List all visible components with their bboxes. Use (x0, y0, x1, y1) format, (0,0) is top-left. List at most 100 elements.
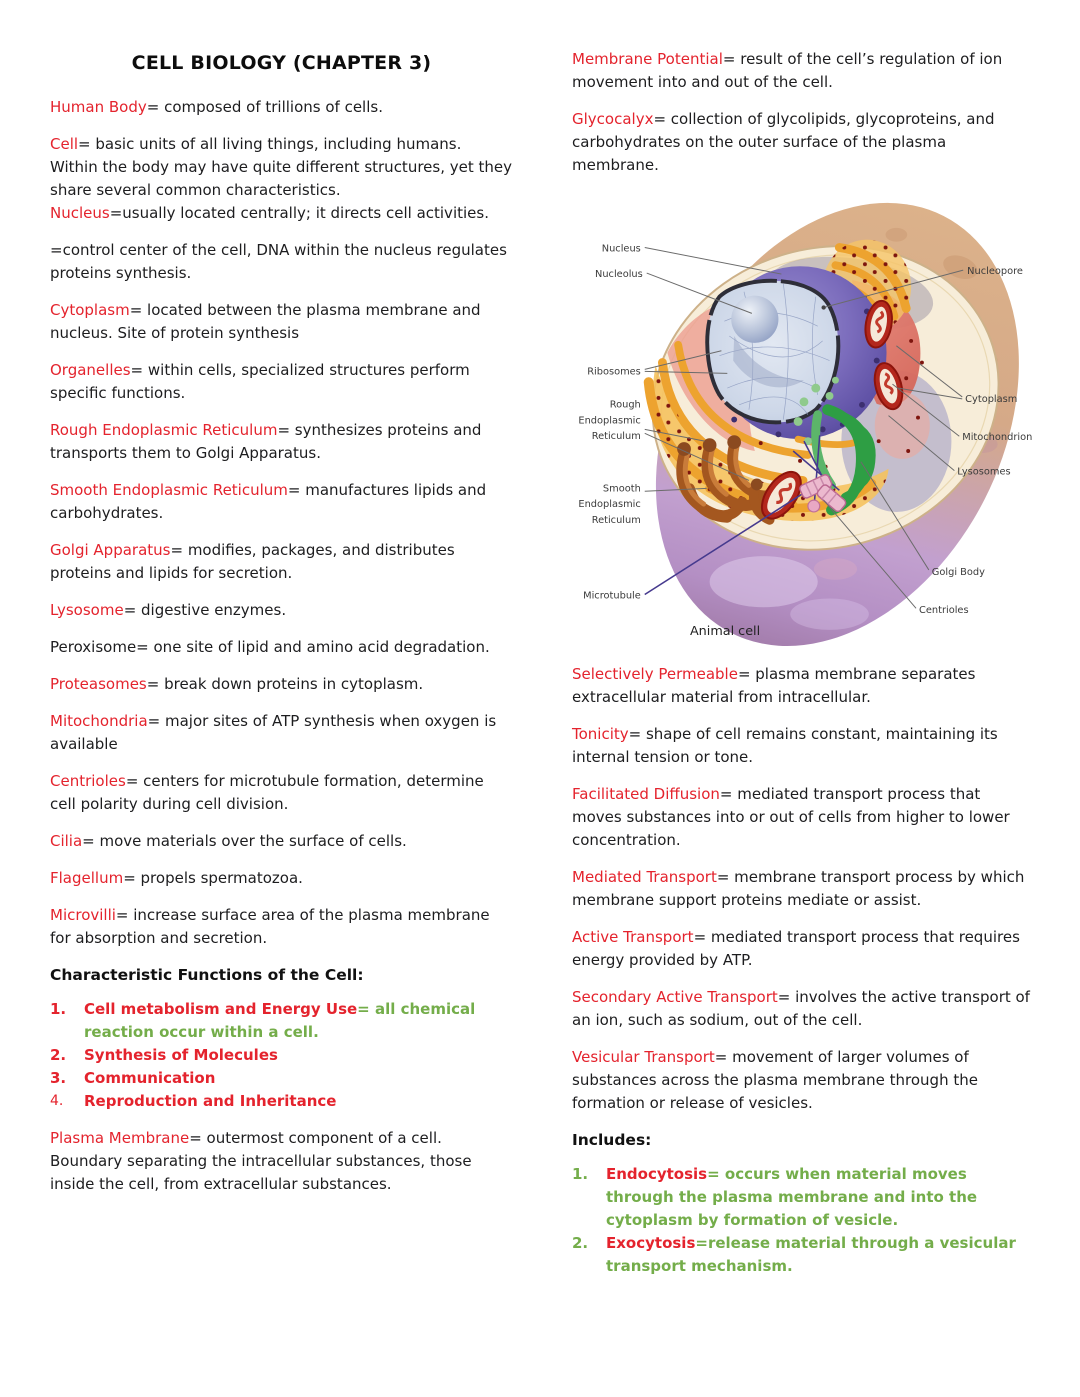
item-rest: = all chemical reaction occur within a c… (84, 1000, 476, 1041)
definition-text: = increase surface area of the plasma me… (50, 906, 490, 947)
nucleopore-marker (821, 305, 826, 310)
def-selectively-permeable: Selectively Permeable= plasma membrane s… (572, 663, 1034, 709)
nucleolus-sphere (731, 295, 779, 343)
item-label: Exocytosis (606, 1234, 696, 1252)
def-facilitated-diffusion: Facilitated Diffusion= mediated transpor… (572, 783, 1034, 852)
def-human-body: Human Body= composed of trillions of cel… (50, 96, 513, 119)
label-smooth-er-2: Endoplasmic (578, 499, 640, 510)
def-mitochondria: Mitochondria= major sites of ATP synthes… (50, 710, 513, 756)
functions-heading: Characteristic Functions of the Cell: (50, 966, 364, 984)
def-organelles: Organelles= within cells, specialized st… (50, 359, 513, 405)
definition-text: = break down proteins in cytoplasm. (146, 675, 424, 693)
item-number: 1. (572, 1165, 589, 1183)
item-label: Endocytosis (606, 1165, 708, 1183)
term-text: Microvilli (50, 906, 116, 924)
item-body: Communication (84, 1067, 513, 1090)
label-ribosomes: Ribosomes (587, 366, 641, 377)
term-text: Mediated Transport (572, 868, 717, 886)
definition-text: = basic units of all living things, incl… (50, 135, 512, 199)
item-number: 4. (50, 1093, 64, 1109)
definition-text: = outermost component of a cell. Boundar… (50, 1129, 472, 1193)
definition-text: = propels spermatozoa. (123, 869, 303, 887)
diagram-caption: Animal cell (690, 624, 760, 639)
label-nucleus: Nucleus (602, 243, 641, 254)
label-rough-er-1: Rough (610, 400, 641, 411)
def-nucleus: Nucleus=usually located centrally; it di… (50, 202, 513, 225)
term-text: Golgi Apparatus (50, 541, 171, 559)
item-label: Cell metabolism and Energy Use (84, 1000, 358, 1018)
definition-text: = modifies, packages, and distributes pr… (50, 541, 455, 582)
term-text: Human Body (50, 98, 147, 116)
label-centrioles: Centrioles (919, 605, 969, 616)
right-column: Membrane Potential= result of the cell’s… (572, 48, 1034, 1292)
item-number: 3. (50, 1069, 67, 1087)
definition-text: = mediated transport process that requir… (572, 928, 1020, 969)
animal-cell-diagram: Nucleus Nucleolus Nucleopore Ribosomes R… (572, 191, 1034, 657)
definition-text: = within cells, specialized structures p… (50, 361, 470, 402)
definition-text: = manufactures lipids and carbohydrates. (50, 481, 487, 522)
mitochondrion-2 (873, 362, 904, 411)
def-peroxisome: Peroxisome= one site of lipid and amino … (50, 636, 513, 659)
def-cytoplasm: Cytoplasm= located between the plasma me… (50, 299, 513, 345)
nuclear-interior (705, 278, 841, 425)
term-text: Centrioles (50, 772, 126, 790)
item-label: Reproduction and Inheritance (84, 1092, 337, 1110)
item-rest: =release material through a vesicular tr… (606, 1234, 1016, 1275)
definition-text: = synthesizes proteins and transports th… (50, 421, 482, 462)
item-body: Exocytosis=release material through a ve… (606, 1232, 1034, 1278)
term-text: Rough Endoplasmic Reticulum (50, 421, 278, 439)
nucleolus-shade (733, 335, 804, 388)
definition-text: = located between the plasma membrane an… (50, 301, 481, 342)
def-golgi: Golgi Apparatus= modifies, packages, and… (50, 539, 513, 585)
item-label: Synthesis of Molecules (84, 1046, 278, 1064)
item-rest: = occurs when material moves through the… (606, 1165, 978, 1229)
definition-text: = centers for microtubule formation, det… (50, 772, 484, 813)
term-text: Lysosome (50, 601, 124, 619)
term-text: Cytoplasm (50, 301, 130, 319)
smooth-er (676, 435, 787, 525)
label-rough-er-2: Endoplasmic (578, 415, 640, 426)
golgi-vesicles (793, 376, 839, 446)
item-body: Cell metabolism and Energy Use= all chem… (84, 998, 513, 1044)
def-nucleus-cont: =control center of the cell, DNA within … (50, 239, 513, 285)
term-text: Organelles (50, 361, 131, 379)
item-label: Communication (84, 1069, 216, 1087)
def-lysosome: Lysosome= digestive enzymes. (50, 599, 513, 622)
term-text: Peroxisome (50, 638, 137, 656)
definition-text: = major sites of ATP synthesis when oxyg… (50, 712, 497, 753)
term-text: Selectively Permeable (572, 665, 738, 683)
def-mediated-transport: Mediated Transport= membrane transport p… (572, 866, 1034, 912)
term-text: Smooth Endoplasmic Reticulum (50, 481, 288, 499)
list-item: 2. Synthesis of Molecules (50, 1044, 513, 1067)
item-number: 1. (50, 1000, 67, 1018)
label-smooth-er-1: Smooth (603, 483, 641, 494)
definition-text: = movement of larger volumes of substanc… (572, 1048, 978, 1112)
def-membrane-potential: Membrane Potential= result of the cell’s… (572, 48, 1034, 94)
definition-text: = mediated transport process that moves … (572, 785, 1010, 849)
def-secondary-active-transport: Secondary Active Transport= involves the… (572, 986, 1034, 1032)
label-microtubule: Microtubule (583, 590, 641, 601)
label-smooth-er-3: Reticulum (592, 515, 641, 526)
term-text: Nucleus (50, 204, 110, 222)
label-rough-er-3: Reticulum (592, 431, 641, 442)
def-cell: Cell= basic units of all living things, … (50, 133, 513, 202)
definition-text: =control center of the cell, DNA within … (50, 241, 507, 282)
def-microvilli: Microvilli= increase surface area of the… (50, 904, 513, 950)
mitochondrion-3 (760, 470, 802, 520)
definition-text: = plasma membrane separates extracellula… (572, 665, 976, 706)
def-smooth-er: Smooth Endoplasmic Reticulum= manufactur… (50, 479, 513, 525)
term-text: Glycocalyx (572, 110, 654, 128)
diagram-labels: Nucleus Nucleolus Nucleopore Ribosomes R… (578, 243, 1032, 638)
def-vesicular-transport: Vesicular Transport= movement of larger … (572, 1046, 1034, 1115)
definition-text: = one site of lipid and amino acid degra… (136, 638, 490, 656)
label-nucleolus: Nucleolus (595, 269, 643, 280)
centrioles (799, 474, 847, 513)
term-text: Vesicular Transport (572, 1048, 715, 1066)
includes-list: 1. Endocytosis= occurs when material mov… (572, 1163, 1034, 1278)
term-text: Facilitated Diffusion (572, 785, 720, 803)
animal-cell-illustration: Nucleus Nucleolus Nucleopore Ribosomes R… (578, 202, 1032, 646)
term-text: Mitochondria (50, 712, 148, 730)
definition-text: = digestive enzymes. (123, 601, 287, 619)
definition-text: = collection of glycolipids, glycoprotei… (572, 110, 995, 174)
